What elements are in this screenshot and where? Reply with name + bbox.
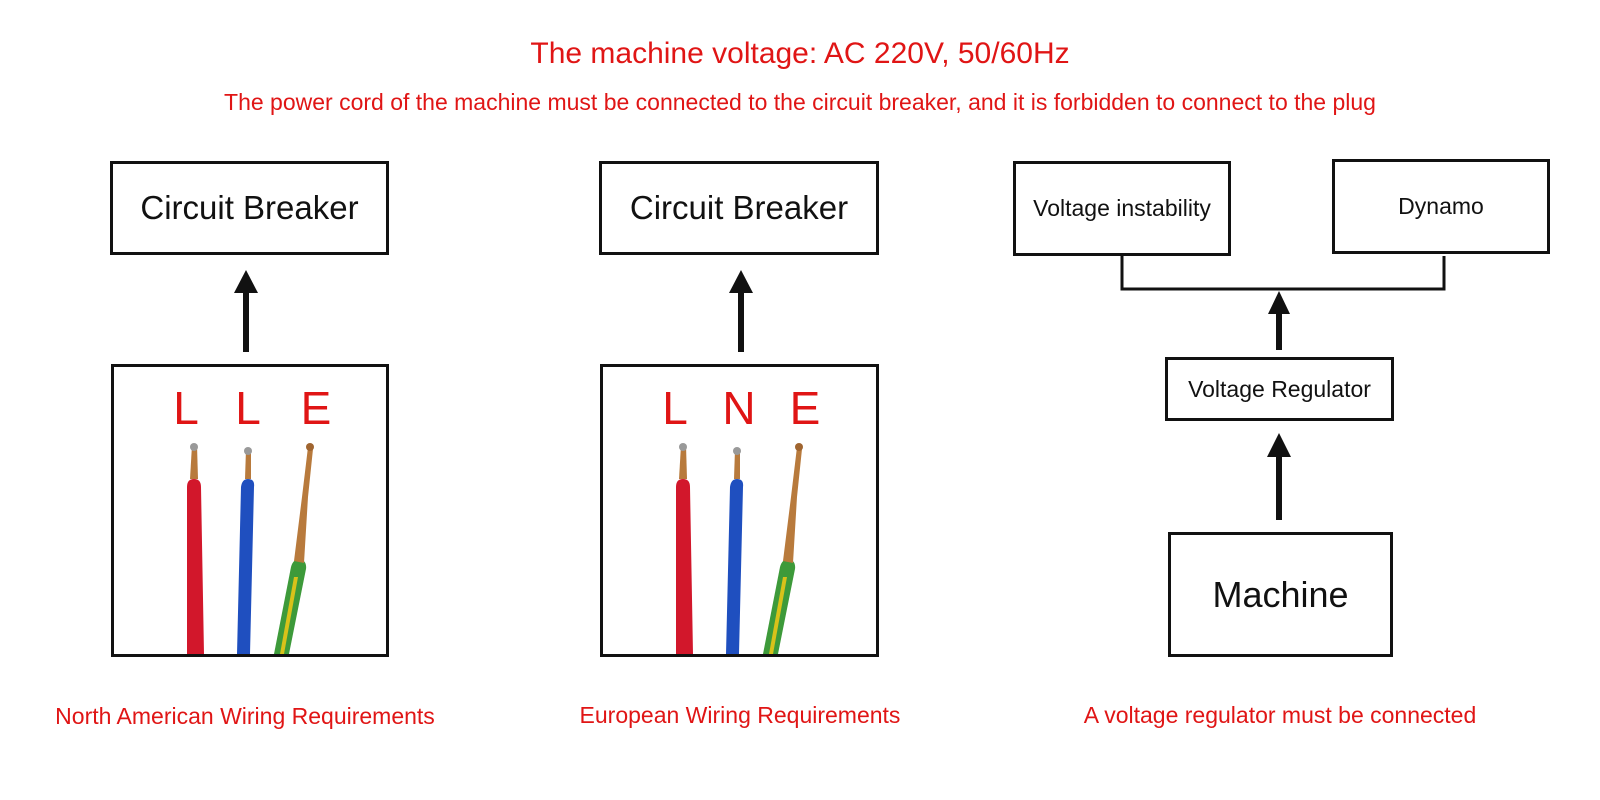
wire-label-3: E: [300, 382, 332, 434]
arrow-up-icon: [234, 270, 258, 352]
voltage-regulator-box: Voltage Regulator: [1165, 357, 1394, 421]
caption-regulator: A voltage regulator must be connected: [1083, 702, 1477, 728]
page-subtitle: The power cord of the machine must be co…: [224, 89, 1376, 115]
wires-box-eu: L N E: [600, 364, 879, 657]
arrow-up-icon: [729, 270, 753, 352]
wires-image-na: [187, 443, 314, 654]
arrow-up-icon: [1267, 433, 1291, 520]
circuit-breaker-box-na: Circuit Breaker: [110, 161, 389, 255]
arrow-up-icon: [1268, 291, 1290, 350]
merge-bracket: [1120, 256, 1446, 291]
circuit-breaker-label: Circuit Breaker: [629, 189, 849, 226]
circuit-breaker-box-eu: Circuit Breaker: [599, 161, 879, 255]
machine-label: Machine: [1212, 573, 1349, 615]
voltage-instability-box: Voltage instability: [1013, 161, 1231, 256]
caption-eu: European Wiring Requirements: [579, 702, 901, 728]
wires-box-na: L L E: [111, 364, 389, 657]
wires-image-eu: [676, 443, 803, 654]
voltage-instability-label: Voltage instability: [1033, 195, 1211, 221]
circuit-breaker-label: Circuit Breaker: [140, 189, 359, 226]
wire-label-3: E: [789, 382, 821, 434]
machine-box: Machine: [1168, 532, 1393, 657]
wire-label-2: L: [235, 382, 261, 434]
voltage-regulator-label: Voltage Regulator: [1188, 375, 1371, 402]
dynamo-box: Dynamo: [1332, 159, 1550, 254]
dynamo-label: Dynamo: [1398, 193, 1484, 219]
wire-label-1: L: [173, 382, 199, 434]
wire-label-2: N: [722, 382, 756, 434]
caption-na: North American Wiring Requirements: [55, 703, 435, 729]
wire-label-1: L: [662, 382, 688, 434]
page-title: The machine voltage: AC 220V, 50/60Hz: [530, 37, 1070, 70]
